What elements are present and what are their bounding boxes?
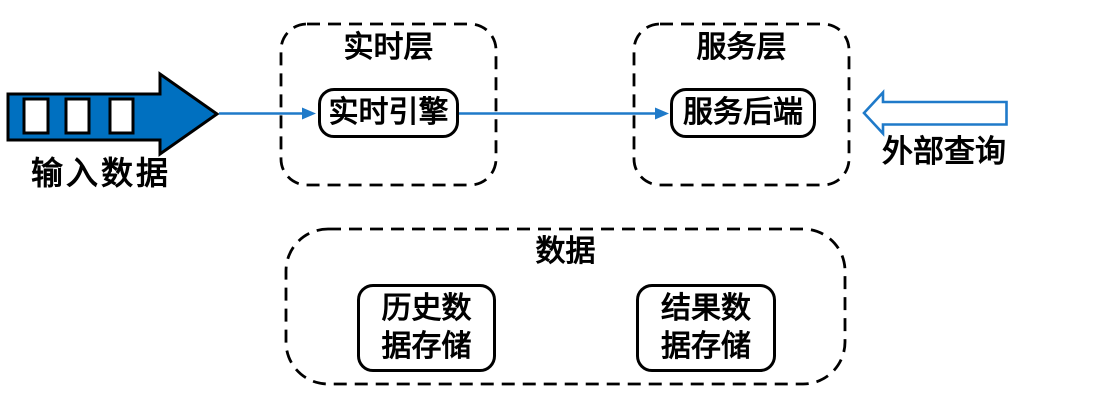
node-realtime-engine: 实时引擎 xyxy=(318,88,459,138)
data-layer-boundary xyxy=(284,227,847,386)
node-realtime-engine-label: 实时引擎 xyxy=(328,96,449,129)
data-block-icon xyxy=(108,97,135,135)
node-serving-backend-label: 服务后端 xyxy=(683,96,803,129)
arrowhead-icon xyxy=(302,107,316,120)
input-data-arrow-icon xyxy=(6,71,220,157)
input-data-label: 输入数据 xyxy=(31,155,172,191)
flow-arrow-input-to-realtime xyxy=(219,107,316,120)
node-results-data-storage-line2: 据存储 xyxy=(661,330,751,363)
serving-layer-boundary xyxy=(632,22,851,187)
realtime-layer-title: 实时层 xyxy=(343,31,434,64)
node-historical-data-storage-line2: 据存储 xyxy=(381,330,472,363)
arrowhead-icon xyxy=(655,107,669,120)
node-results-data-storage: 结果数 据存储 xyxy=(636,284,776,372)
data-block-icon xyxy=(22,97,50,135)
external-query-label: 外部查询 xyxy=(882,134,1006,169)
node-serving-backend: 服务后端 xyxy=(670,88,816,138)
serving-layer-title: 服务层 xyxy=(696,31,787,64)
data-layer-title: 数据 xyxy=(535,235,596,268)
node-results-data-storage-line1: 结果数 xyxy=(661,292,751,325)
realtime-layer-boundary xyxy=(279,22,498,187)
node-historical-data-storage-line1: 历史数 xyxy=(381,292,472,325)
flow-arrow-realtime-to-serving xyxy=(459,107,669,120)
data-block-icon xyxy=(64,97,91,135)
node-historical-data-storage: 历史数 据存储 xyxy=(357,284,496,372)
external-query-arrow-icon xyxy=(862,89,1008,137)
